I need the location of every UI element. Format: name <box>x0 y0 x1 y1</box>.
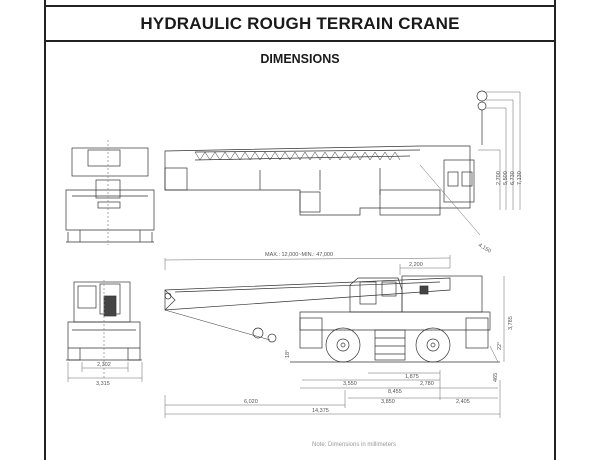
dim-swing-radius: 4,150 <box>477 243 492 255</box>
title-rule <box>44 40 556 42</box>
dim-ground-clearance: 465 <box>493 373 499 382</box>
dim-2405: 2,405 <box>456 399 470 405</box>
dim-tread: 2,302 <box>97 362 111 368</box>
dim-8455: 8,455 <box>388 389 402 395</box>
dim-2780: 2,780 <box>420 381 434 387</box>
drawing-frame <box>44 0 556 460</box>
side-view-working <box>164 275 500 363</box>
dim-7130: 7,130 <box>517 171 523 185</box>
dim-3550: 3,550 <box>343 381 357 387</box>
page-title: HYDRAULIC ROUGH TERRAIN CRANE <box>140 14 460 33</box>
dim-5500: 5,500 <box>503 171 509 185</box>
length-dimension-lines <box>164 255 505 418</box>
dim-rear-overhang: 2,200 <box>409 262 423 268</box>
dim-boom-length: MAX.: 12,000~MIN.: 47,000 <box>265 252 333 258</box>
dim-overall-width: 3,315 <box>96 381 110 387</box>
dim-approach-angle: 18° <box>285 350 291 358</box>
rear-view-upper <box>65 140 155 245</box>
dim-1875: 1,875 <box>405 374 419 380</box>
dim-3850: 3,850 <box>381 399 395 405</box>
footer-note: Note: Dimensions in millimeters <box>312 442 397 448</box>
side-view-travel <box>164 90 488 236</box>
top-rule <box>44 5 556 7</box>
dim-departure-angle: 22° <box>497 342 503 350</box>
dim-2700: 2,700 <box>496 171 502 185</box>
height-dimension-lines <box>478 91 521 210</box>
crane-dimension-drawing: 2,700 5,500 6,730 7,130 4,150 MAX.: 12,0… <box>65 90 523 418</box>
dim-6730: 6,730 <box>510 171 516 185</box>
dim-14375: 14,375 <box>312 408 329 414</box>
front-view <box>66 280 143 382</box>
dim-overall-height: 3,785 <box>508 316 514 330</box>
section-subtitle: DIMENSIONS <box>260 52 340 66</box>
dim-6020: 6,020 <box>244 399 258 405</box>
